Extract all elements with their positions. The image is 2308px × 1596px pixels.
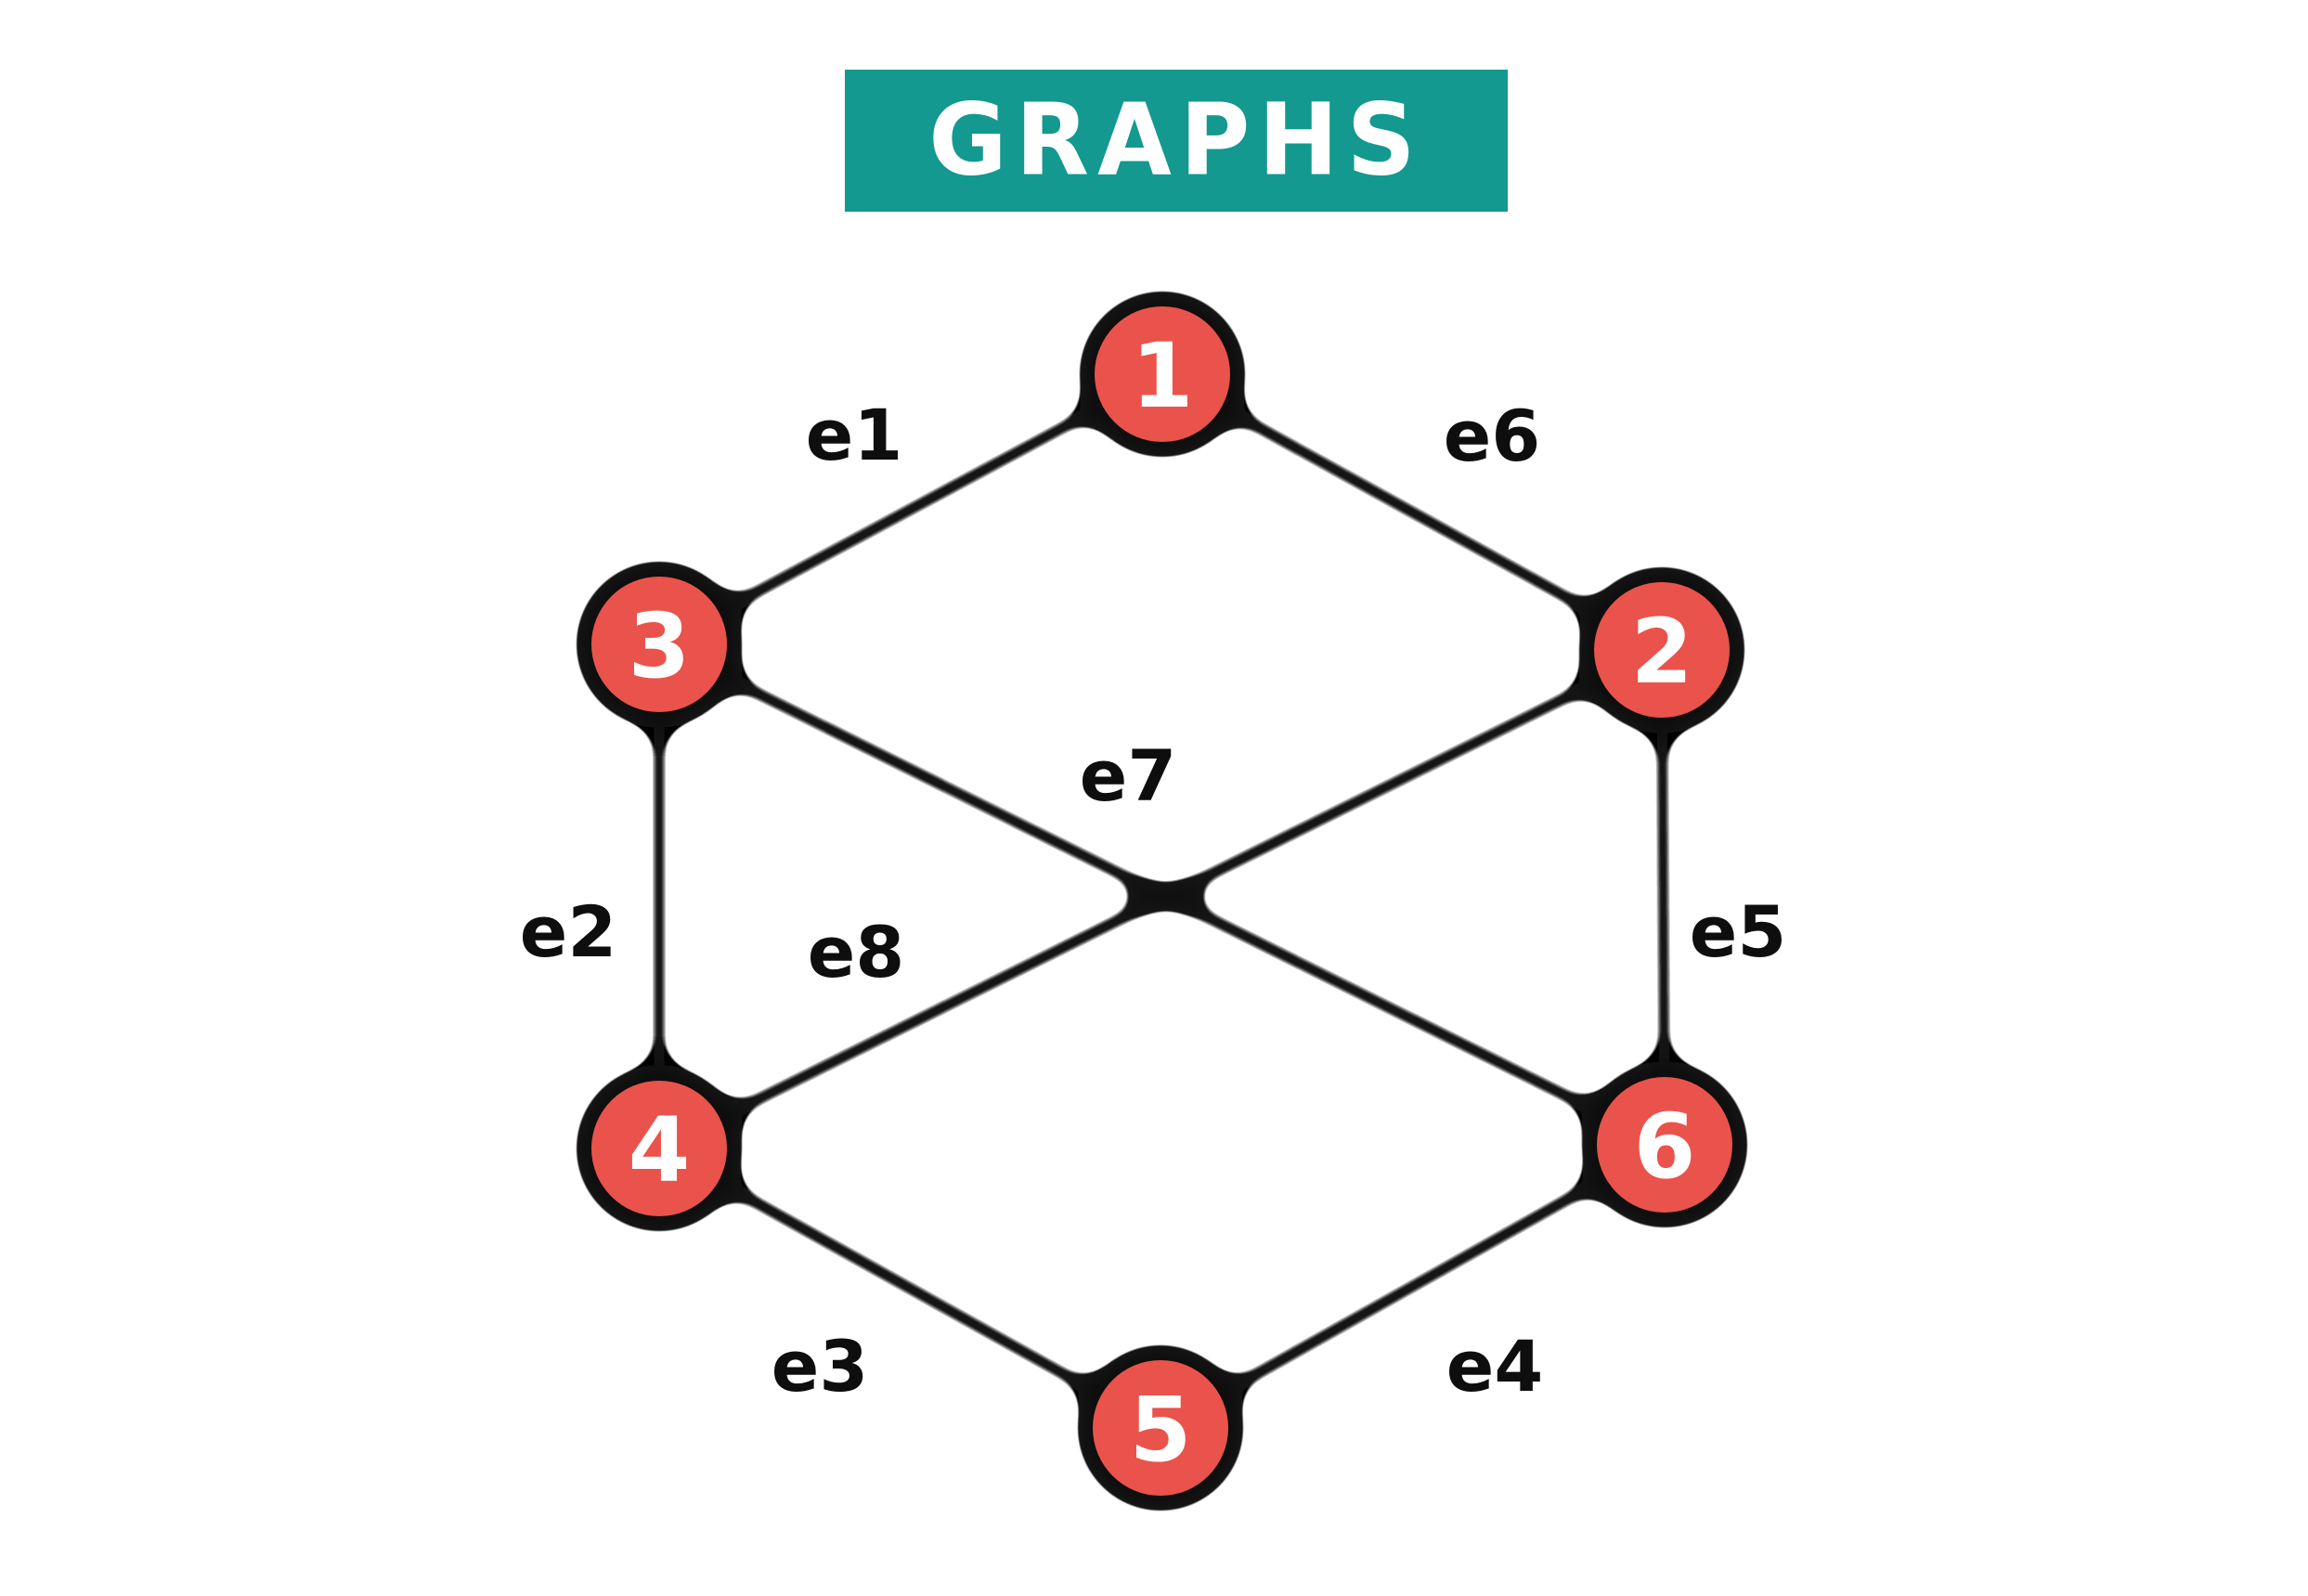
- node-fills-layer: [591, 306, 1732, 1496]
- node-5: [1093, 1360, 1228, 1496]
- edge-e8: [650, 641, 1671, 1158]
- node-2: [1594, 582, 1730, 718]
- node-6-number: 6: [1634, 1095, 1696, 1199]
- edge-e6: [1153, 365, 1671, 659]
- node-4-number: 4: [629, 1098, 691, 1202]
- node-4: [591, 1081, 727, 1216]
- edge-e5-label: e5: [1690, 890, 1786, 973]
- edge-e1: [650, 365, 1172, 654]
- edge-e3: [650, 1139, 1170, 1437]
- node-1: [1095, 306, 1230, 442]
- node-3-number: 3: [629, 594, 691, 698]
- page-title: GRAPHS: [928, 82, 1424, 199]
- edge-e3-label: e3: [771, 1325, 868, 1408]
- edge-e7-label: e7: [1080, 734, 1176, 817]
- edge-e6-label: e6: [1444, 395, 1540, 477]
- node-6: [1597, 1077, 1732, 1213]
- node-1-number: 1: [1132, 324, 1194, 428]
- edge-e2-label: e2: [520, 890, 616, 973]
- node-3: [591, 577, 727, 712]
- edge-e1-label: e1: [806, 394, 902, 476]
- edge-e4-label: e4: [1446, 1325, 1543, 1408]
- node-numbers-layer: 1 2 3 4 5 6: [629, 324, 1696, 1482]
- edges-and-outlines-layer: [576, 291, 1748, 1512]
- node-2-number: 2: [1631, 600, 1693, 704]
- edge-e4: [1151, 1135, 1674, 1437]
- edge-labels-layer: e1 e2 e3 e4 e5 e6 e7 e8: [520, 394, 1786, 1408]
- edge-e8-label: e8: [808, 911, 904, 993]
- title-banner: GRAPHS: [845, 70, 1508, 212]
- node-5-number: 5: [1130, 1378, 1192, 1482]
